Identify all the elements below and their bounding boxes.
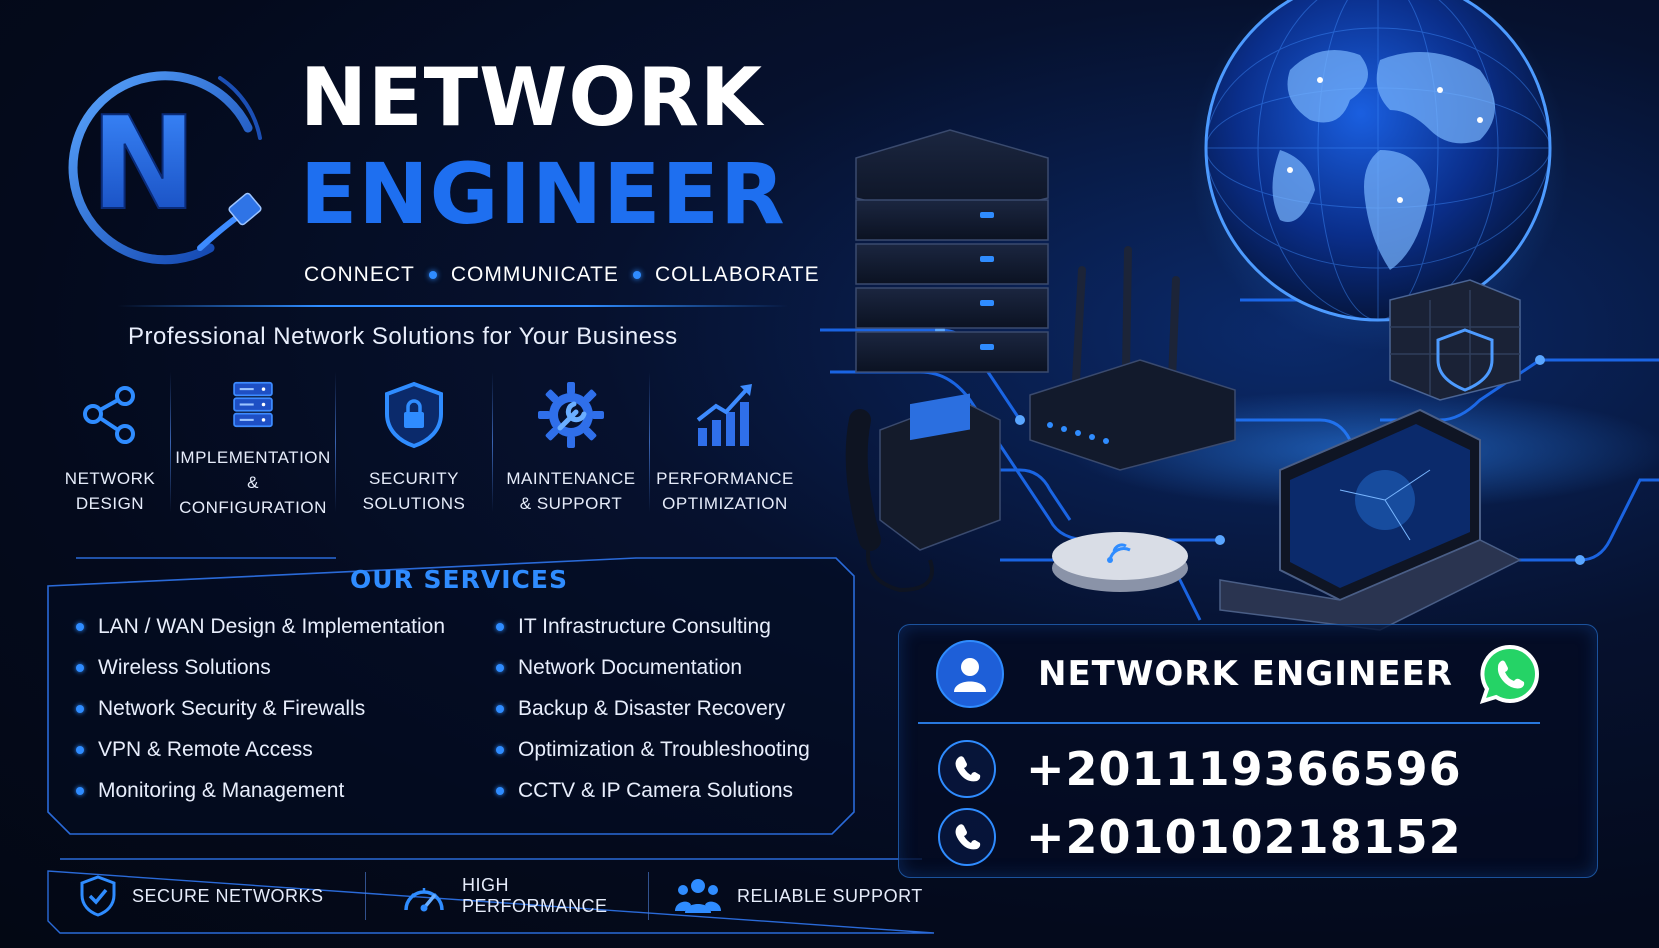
brand-logo: N: [68, 71, 262, 265]
feature-label: NETWORK DESIGN: [64, 469, 156, 513]
benefit-divider: [648, 872, 649, 920]
team-icon: [675, 879, 721, 913]
services-panel-frame: [47, 557, 855, 835]
title-divider: [118, 305, 788, 307]
feature-network-design: NETWORK DESIGN: [50, 372, 170, 520]
shield-lock-icon: [385, 381, 443, 449]
feature-label: PERFORMANCE OPTIMIZATION: [656, 469, 794, 513]
phone-number: +201010218152: [1026, 810, 1462, 864]
feature-divider: [170, 372, 171, 512]
tagline-dot: [632, 271, 641, 279]
list-item: Wireless Solutions: [76, 647, 445, 688]
phone-icon: [938, 740, 996, 798]
feature-implementation: IMPLEMENTATION & CONFIGURATION: [171, 372, 335, 520]
list-item: Network Security & Firewalls: [76, 688, 445, 729]
feature-performance: PERFORMANCE OPTIMIZATION: [650, 372, 800, 520]
benefit-divider: [365, 872, 366, 920]
contact-name: NETWORK ENGINEER: [1038, 654, 1453, 694]
list-item: IT Infrastructure Consulting: [496, 606, 810, 647]
network-illustration: [820, 0, 1659, 631]
server-rack-icon: [233, 381, 273, 428]
services-title: OUR SERVICES: [350, 565, 568, 594]
feature-divider: [649, 372, 650, 512]
list-item: Optimization & Troubleshooting: [496, 729, 810, 770]
benefits-bar-frame: [47, 858, 935, 934]
benefit-label: SECURE NETWORKS: [132, 885, 324, 906]
list-item: Network Documentation: [496, 647, 810, 688]
benefit-label: HIGH PERFORMANCE: [462, 875, 608, 916]
benefit-label: RELIABLE SUPPORT: [737, 885, 923, 906]
tagline: CONNECT COMMUNICATE COLLABORATE: [304, 263, 820, 287]
feature-label: SECURITY SOLUTIONS: [362, 469, 466, 513]
feature-divider: [335, 372, 336, 512]
list-item: CCTV & IP Camera Solutions: [496, 770, 810, 811]
gear-wrench-icon: [538, 382, 604, 448]
share-nodes-icon: [83, 386, 135, 444]
features-row: NETWORK DESIGN IMPLEMENTATION & CONFIGUR…: [50, 372, 830, 520]
feature-divider: [492, 372, 493, 512]
growth-chart-icon: [696, 384, 752, 446]
feature-maintenance: MAINTENANCE & SUPPORT: [493, 372, 649, 520]
speedometer-icon: [404, 888, 444, 912]
benefit-support: RELIABLE SUPPORT: [675, 877, 923, 915]
list-item: Backup & Disaster Recovery: [496, 688, 810, 729]
list-item: Monitoring & Management: [76, 770, 445, 811]
phone-number: +201119366596: [1026, 742, 1462, 796]
feature-security: SECURITY SOLUTIONS: [336, 372, 492, 520]
feature-label: IMPLEMENTATION & CONFIGURATION: [175, 448, 331, 517]
shield-check-icon: [80, 875, 116, 917]
contact-card: [898, 624, 1598, 878]
benefit-performance: HIGH PERFORMANCE: [402, 875, 648, 917]
tagline-communicate: COMMUNICATE: [450, 263, 619, 286]
logo-letter: N: [90, 90, 197, 239]
feature-label: MAINTENANCE & SUPPORT: [506, 469, 636, 513]
services-list-right: IT Infrastructure Consulting Network Doc…: [496, 606, 810, 811]
phone-row-2[interactable]: +201010218152: [938, 808, 1462, 866]
tagline-dot: [428, 271, 437, 279]
contact-divider: [918, 722, 1540, 724]
tagline-connect: CONNECT: [304, 263, 415, 286]
benefits-bar: SECURE NETWORKS HIGH PERFORMANCE RELIABL…: [50, 864, 930, 928]
contact-header: NETWORK ENGINEER: [936, 640, 1556, 708]
phone-row-1[interactable]: +201119366596: [938, 740, 1462, 798]
benefit-secure: SECURE NETWORKS: [80, 875, 365, 917]
list-item: LAN / WAN Design & Implementation: [76, 606, 445, 647]
services-list-left: LAN / WAN Design & Implementation Wirele…: [76, 606, 445, 811]
title-engineer: ENGINEER: [300, 145, 786, 243]
whatsapp-icon[interactable]: [1479, 643, 1541, 705]
avatar: [936, 640, 1004, 708]
user-icon: [954, 658, 986, 692]
subtitle: Professional Network Solutions for Your …: [128, 323, 678, 350]
tagline-collaborate: COLLABORATE: [654, 263, 820, 286]
list-item: VPN & Remote Access: [76, 729, 445, 770]
phone-icon: [938, 808, 996, 866]
title-network: NETWORK: [300, 51, 764, 144]
